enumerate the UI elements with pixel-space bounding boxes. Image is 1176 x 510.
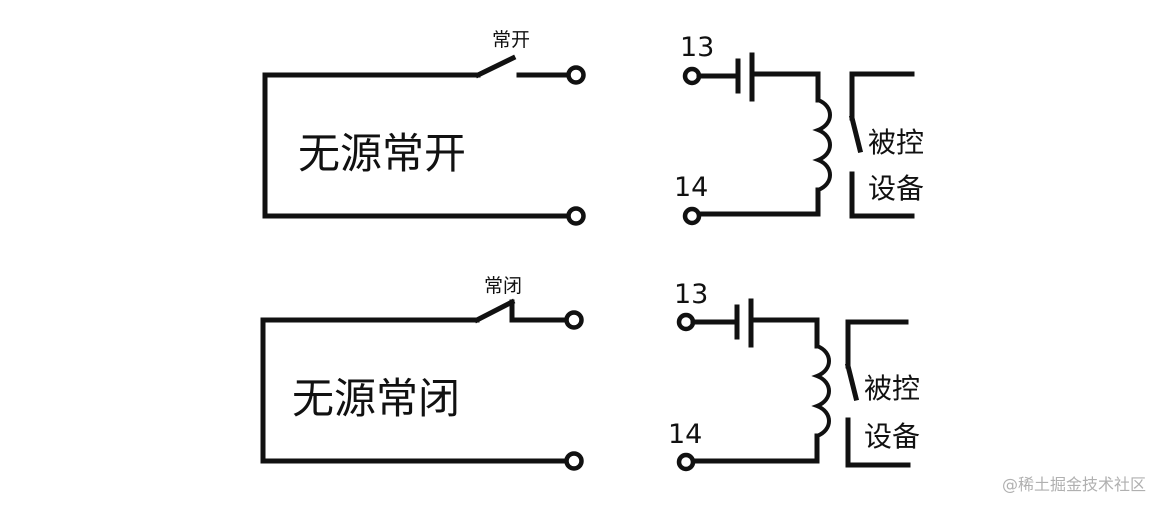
nc-device-label-1: 被控 [864, 372, 920, 405]
no-switch-blade [474, 54, 517, 79]
nc-switch-blade [473, 298, 516, 324]
no-relay-wire-to-coil [749, 71, 821, 103]
nc-title: 无源常闭 [292, 374, 460, 423]
no-switch-label: 常开 [492, 29, 530, 51]
no-relay-terminal-14 [682, 206, 702, 226]
nc-device-label-2: 设备 [864, 420, 920, 453]
no-device-bracket-bottom [849, 171, 915, 219]
no-relay-circuit: 13 14 被控 设备 [674, 32, 924, 226]
no-terminal-top [566, 65, 586, 85]
no-device-label-1: 被控 [868, 126, 924, 159]
nc-switch-label: 常闭 [484, 275, 522, 297]
no-device-switch [848, 114, 864, 154]
nc-device-switch [844, 362, 860, 402]
nc-relay-terminal-14 [676, 452, 696, 472]
nc-relay-circuit: 13 14 被控 设备 [668, 279, 920, 472]
no-relay-wire-14 [696, 187, 821, 217]
no-loop-wire [262, 72, 573, 219]
watermark: @稀土掘金技术社区 [1002, 475, 1146, 494]
nc-label-14: 14 [668, 419, 702, 450]
no-relay-coil [812, 98, 832, 192]
nc-relay-wire-to-coil [748, 317, 820, 349]
no-device-label-2: 设备 [868, 172, 924, 205]
nc-contact-circuit: 常闭 无源常闭 [260, 275, 584, 471]
no-device-bracket-top [849, 71, 915, 121]
no-label-13: 13 [680, 32, 714, 63]
nc-label-13: 13 [674, 279, 708, 310]
nc-device-bracket-bottom [845, 417, 911, 468]
no-label-14: 14 [674, 172, 708, 203]
nc-loop-wire [260, 317, 571, 464]
no-terminal-bottom [566, 206, 586, 226]
nc-relay-coil [811, 344, 831, 438]
no-title: 无源常开 [298, 129, 466, 178]
nc-relay-wire-14 [690, 433, 820, 464]
nc-terminal-top [564, 310, 584, 330]
nc-device-bracket-top [845, 319, 909, 369]
nc-terminal-bottom [564, 451, 584, 471]
no-contact-circuit: 常开 无源常开 [262, 29, 586, 226]
